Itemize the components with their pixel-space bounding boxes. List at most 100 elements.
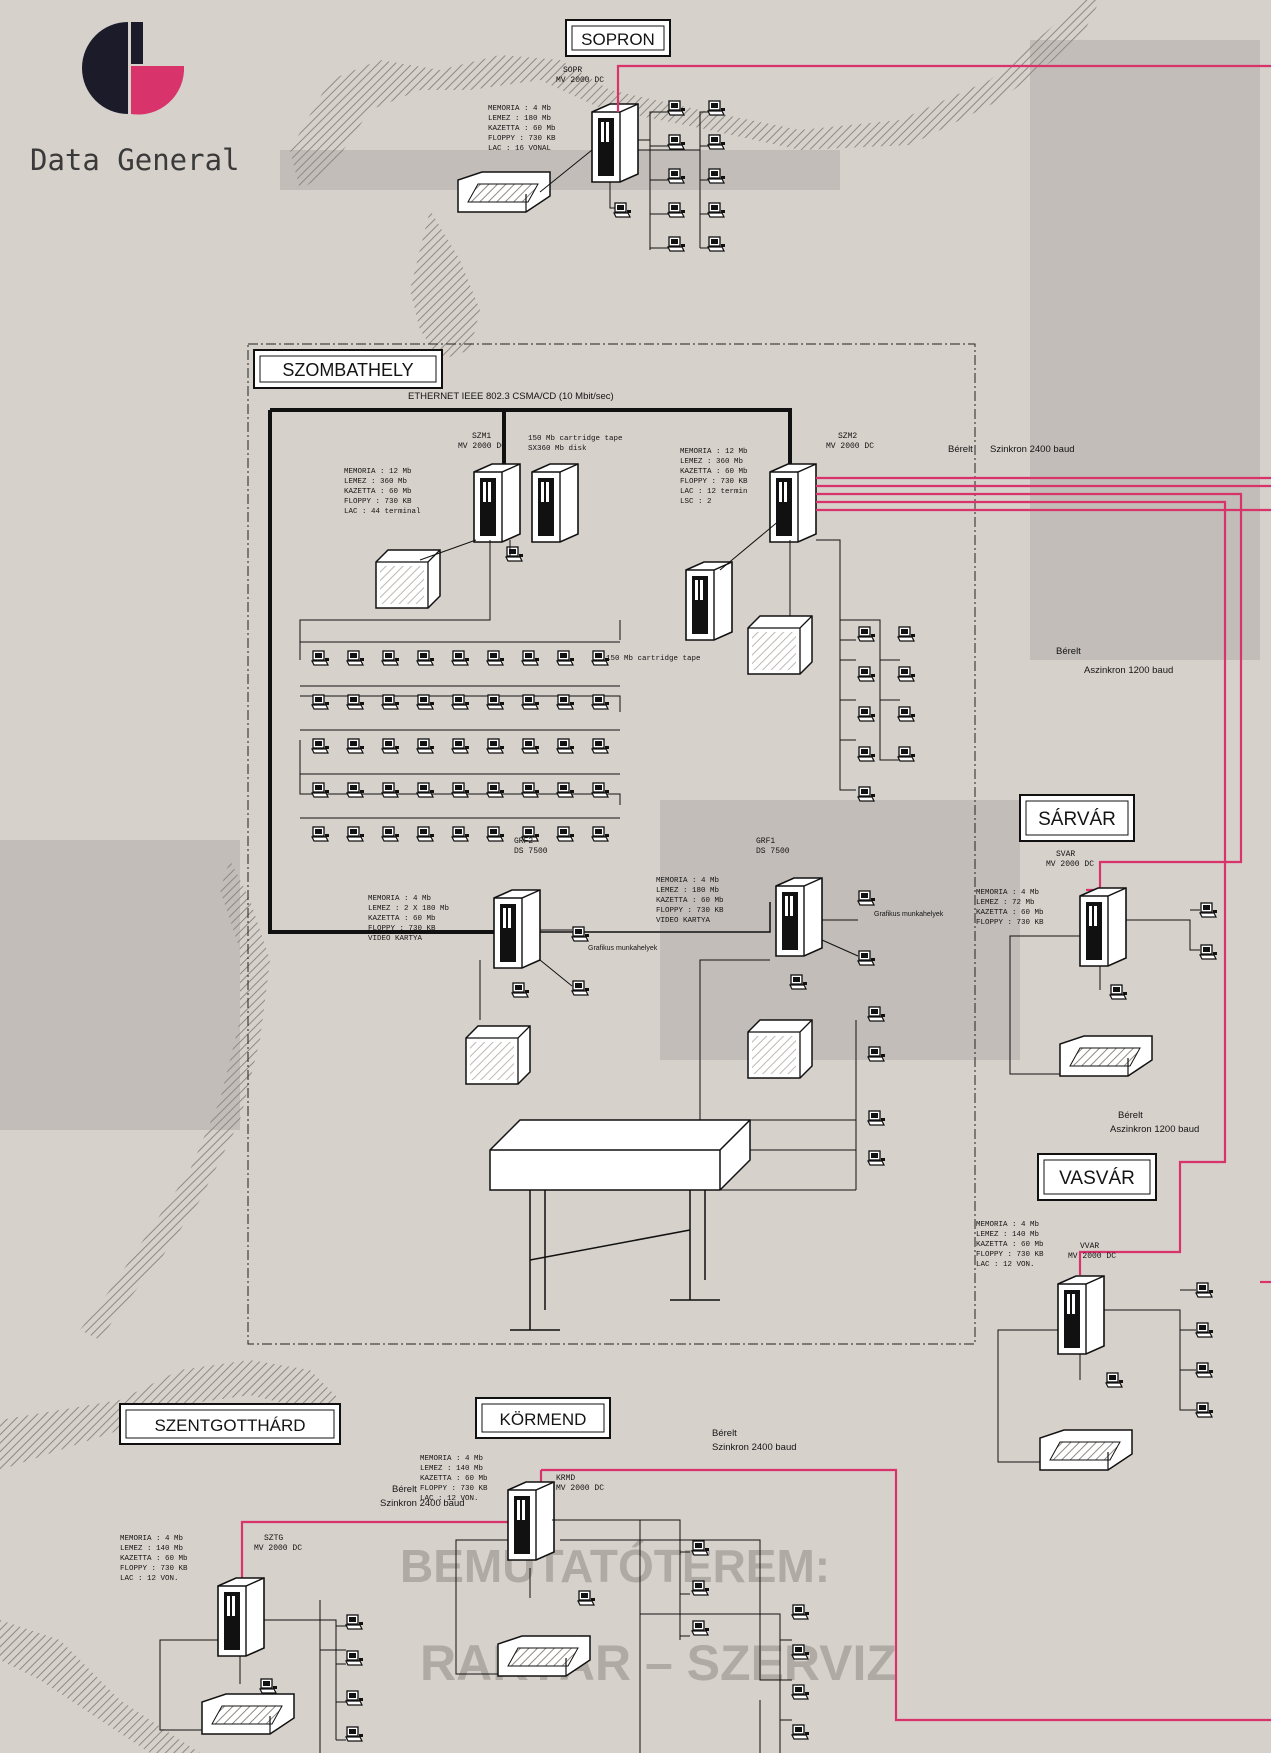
- spec-line: LAC : 44 terminal: [344, 508, 421, 516]
- spec-line: FLOPPY : 730 KB: [344, 498, 412, 506]
- spec-line: LAC : 16 VONAL: [488, 145, 552, 153]
- link-label-vasvar-2: Aszinkron 1200 baud: [1110, 1124, 1199, 1135]
- spec-line: LEMEZ : 72 Mb: [976, 899, 1035, 907]
- szentgotthard-printer-icon: [201, 1693, 295, 1735]
- site-label-sopron: SOPRON: [581, 30, 655, 49]
- spec-line: LEMEZ : 180 Mb: [656, 887, 719, 895]
- spec-line: KAZETTA : 60 Mb: [344, 488, 412, 496]
- disk-label-1: SX360 Mb disk: [528, 445, 587, 453]
- site-szombathely: SZOMBATHELY ETHERNET IEEE 802.3 CSMA/CD …: [247, 343, 976, 1345]
- grf1-specs: MEMORIA : 4 Mb LEMEZ : 180 Mb KAZETTA : …: [656, 877, 724, 925]
- kormend-model: MV 2000 DC: [556, 1484, 604, 1493]
- link-label-kormend-2: Szinkron 2400 baud: [712, 1442, 797, 1453]
- sarvar-specs: MEMORIA : 4 Mb LEMEZ : 72 Mb KAZETTA : 6…: [976, 889, 1044, 927]
- grf1-host: GRF1: [756, 837, 775, 846]
- link-label-sync-top-1: Bérelt: [948, 444, 973, 455]
- spec-line: FLOPPY : 730 KB: [976, 919, 1044, 927]
- site-label-kormend: KÖRMEND: [500, 1410, 587, 1429]
- szentgotthard-specs: MEMORIA : 4 Mb LEMEZ : 140 Mb KAZETTA : …: [120, 1535, 188, 1583]
- spec-line: LAC : 12 termin: [680, 488, 748, 496]
- spec-line: FLOPPY : 730 KB: [976, 1251, 1044, 1259]
- spec-line: MEMORIA : 4 Mb: [656, 877, 719, 885]
- grf2-workstations-label: Grafikus munkahelyek: [588, 945, 658, 952]
- spec-line: FLOPPY : 730 KB: [656, 907, 724, 915]
- spec-line: FLOPPY : 730 KB: [420, 1485, 488, 1493]
- spec-line: MEMORIA : 12 Mb: [344, 468, 412, 476]
- site-kormend: Bérelt Szinkron 2400 baud KÖRMEND KRMD M…: [420, 1397, 810, 1753]
- county-border-hatch: [0, 0, 1100, 1753]
- sopron-host: SOPR: [563, 66, 582, 75]
- spec-line: MEMORIA : 4 Mb: [420, 1455, 483, 1463]
- grf1-plotter-icon: [747, 1019, 813, 1079]
- spec-line: MEMORIA : 12 Mb: [680, 448, 748, 456]
- sopron-minicomputer-icon: [591, 103, 639, 183]
- spec-line: VIDEO KARTYA: [656, 917, 711, 925]
- spec-line: KAZETTA : 60 Mb: [976, 1241, 1044, 1249]
- grf1-model: DS 7500: [756, 847, 790, 856]
- vasvar-specs: MEMORIA : 4 Mb LEMEZ : 140 Mb KAZETTA : …: [976, 1221, 1044, 1269]
- site-label-szentgotthard: SZENTGOTTHÁRD: [154, 1416, 305, 1435]
- spec-line: LSC : 2: [680, 498, 712, 506]
- szm2-model: MV 2000 DC: [826, 442, 874, 451]
- grf2-workstation-server-icon: [493, 889, 541, 969]
- site-label-vasvar: VASVÁR: [1059, 1168, 1135, 1189]
- spec-line: LEMEZ : 2 X 180 Mb: [368, 905, 449, 913]
- spec-line: MEMORIA : 4 Mb: [120, 1535, 183, 1543]
- site-szentgotthard: SZENTGOTTHÁRD Bérelt Szinkron 2400 baud …: [119, 1403, 465, 1753]
- cartridge-tape-label-2: 150 Mb cartridge tape: [606, 655, 701, 663]
- large-plotter-icon: [489, 1119, 751, 1331]
- spec-line: KAZETTA : 60 Mb: [976, 909, 1044, 917]
- sarvar-host: SVAR: [1056, 850, 1075, 859]
- szm2-tape-unit-icon: [685, 561, 733, 641]
- spec-line: KAZETTA : 60 Mb: [120, 1555, 188, 1563]
- link-label-sarvar-2: Aszinkron 1200 baud: [1084, 665, 1173, 676]
- spec-line: LEMEZ : 360 Mb: [344, 478, 407, 486]
- background-print: [0, 40, 1260, 1130]
- spec-line: KAZETTA : 60 Mb: [488, 125, 556, 133]
- site-vasvar: VASVÁR VVAR MV 2000 DC MEMORIA : 4 Mb LE…: [976, 1153, 1214, 1471]
- szm2-specs: MEMORIA : 12 Mb LEMEZ : 360 Mb KAZETTA :…: [680, 448, 748, 506]
- kormend-minicomputer-icon: [507, 1481, 555, 1561]
- spec-line: KAZETTA : 60 Mb: [368, 915, 436, 923]
- spec-line: MEMORIA : 4 Mb: [976, 889, 1039, 897]
- link-label-sync-top-2: Szinkron 2400 baud: [990, 444, 1075, 455]
- szm1-minicomputer-icon: [473, 463, 521, 543]
- vasvar-model: MV 2000 DC: [1068, 1252, 1116, 1261]
- spec-line: LAC : 12 VON.: [120, 1575, 179, 1583]
- szm1-model: MV 2000 DC: [458, 442, 506, 451]
- sopron-model: MV 2000 DC: [556, 76, 604, 85]
- spec-line: LEMEZ : 140 Mb: [976, 1231, 1039, 1239]
- ethernet-label: ETHERNET IEEE 802.3 CSMA/CD (10 Mbit/sec…: [408, 391, 614, 402]
- spec-line: FLOPPY : 730 KB: [488, 135, 556, 143]
- grf1-workstations-label: Grafikus munkahelyek: [874, 911, 944, 918]
- vasvar-minicomputer-icon: [1057, 1275, 1105, 1355]
- spec-line: FLOPPY : 730 KB: [120, 1565, 188, 1573]
- vasvar-printer-icon: [1039, 1429, 1133, 1471]
- sarvar-model: MV 2000 DC: [1046, 860, 1094, 869]
- site-sopron: SOPRON SOPR MV 2000 DC MEMORIA : 4 Mb LE…: [457, 19, 726, 252]
- link-label-szentgotthard-2: Szinkron 2400 baud: [380, 1498, 465, 1509]
- sarvar-minicomputer-icon: [1079, 887, 1127, 967]
- kormend-host: KRMD: [556, 1474, 575, 1483]
- szm1-host: SZM1: [472, 432, 491, 441]
- brand-name: Data General: [30, 143, 240, 177]
- link-label-kormend-1: Bérelt: [712, 1428, 737, 1439]
- spec-line: LAC : 12 VON.: [976, 1261, 1035, 1269]
- site-label-szombathely: SZOMBATHELY: [282, 360, 413, 380]
- grf2-specs: MEMORIA : 4 Mb LEMEZ : 2 X 180 Mb KAZETT…: [368, 895, 449, 943]
- spec-line: KAZETTA : 60 Mb: [680, 468, 748, 476]
- sopron-specs: MEMORIA : 4 Mb LEMEZ : 180 Mb KAZETTA : …: [488, 105, 556, 153]
- sarvar-printer-icon: [1059, 1035, 1153, 1077]
- grf2-plotter-icon: [465, 1025, 531, 1085]
- szm2-host: SZM2: [838, 432, 857, 441]
- spec-line: KAZETTA : 60 Mb: [420, 1475, 488, 1483]
- spec-line: FLOPPY : 730 KB: [680, 478, 748, 486]
- spec-line: LEMEZ : 140 Mb: [420, 1465, 483, 1473]
- spec-line: LEMEZ : 360 Mb: [680, 458, 743, 466]
- spec-line: MEMORIA : 4 Mb: [488, 105, 551, 113]
- link-label-sarvar-1: Bérelt: [1056, 646, 1081, 657]
- spec-line: MEMORIA : 4 Mb: [368, 895, 431, 903]
- link-label-szentgotthard-1: Bérelt: [392, 1484, 417, 1495]
- szm1-specs: MEMORIA : 12 Mb LEMEZ : 360 Mb KAZETTA :…: [344, 468, 421, 516]
- link-label-vasvar-1: Bérelt: [1118, 1110, 1143, 1121]
